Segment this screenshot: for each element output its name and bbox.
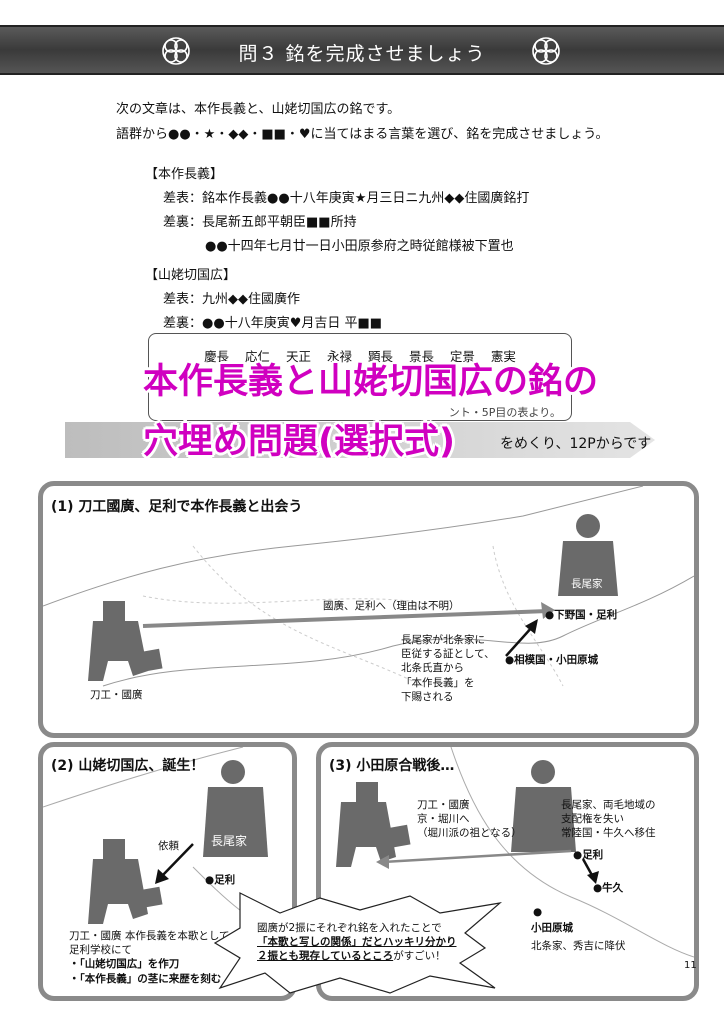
yamanba-heading: 【山姥切国広】 [145, 268, 237, 283]
note-line: （堀川派の祖となる） [417, 827, 522, 840]
knot-ornament-icon [162, 37, 190, 65]
next-page-arrow-banner [65, 422, 655, 458]
nagao-note: 長尾家、両毛地域の支配権を失い常陸国・牛久へ移住 [561, 798, 656, 841]
callout-emphasis: ２振とも現存しているところ [257, 950, 394, 963]
label: 差裏： [163, 316, 203, 331]
callout-burst [213, 892, 503, 994]
yamanba-omote: 差表：九州◆◆住國廣作 [163, 288, 300, 307]
note-line: ・「山姥切国広」を作刀 [69, 958, 180, 971]
label: 差表： [163, 292, 203, 307]
note-line: 「本作長義」を [401, 676, 475, 689]
callout-emphasis: 「本歌と写しの関係」 [257, 936, 362, 949]
honsaku-ura: 差裏：長尾新五郎平朝臣■■所持 [163, 211, 357, 230]
inscription: ●●十八年庚寅♥月吉日 平■■ [202, 316, 383, 331]
callout-line: だとハッキリ分かり [362, 936, 457, 949]
panel-1: (1) 刀工國廣、足利で本作長義と出会う 國廣、足利へ（理由は不明） 刀工・國廣… [38, 481, 699, 738]
smith-silhouette [88, 839, 163, 924]
hint: ント・5P目の表より。 [448, 406, 561, 419]
smith-note: 刀工・國廣京・堀川へ（堀川派の祖となる） [417, 798, 522, 841]
note-line: 刀工・國廣 [417, 799, 470, 811]
honsaku-omote: 差表：銘本作長義●●十八年庚寅★月三日ニ九州◆◆住國廣銘打 [163, 187, 529, 206]
panel-3-title: (3) 小田原合戦後… [329, 758, 455, 774]
smith-label: 刀工・國廣 [90, 689, 143, 701]
inscription: 長尾新五郎平朝臣■■所持 [202, 215, 357, 230]
note-line: 常陸国・牛久へ移住 [561, 827, 656, 840]
smith-silhouette [336, 782, 411, 867]
overlay-title-line1: 本作長義と山姥切国広の銘の [143, 362, 599, 402]
ushiku-label: ●牛久 [593, 882, 624, 894]
note-line: 京・堀川へ [417, 813, 470, 826]
smith-note: 刀工・國廣 本作長義を本歌として足利学校にて・「山姥切国広」を作刀・「本作長義」… [69, 929, 230, 986]
word-list: 慶長 応仁 天正 永禄 顕長 景長 定景 憲実 [204, 349, 516, 364]
page-title: 問３ 銘を完成させましょう [238, 43, 486, 65]
intro-line: 語群から●●・★・◆◆・■■・♥に当てはまる言葉を選び、銘を完成させましょう。 [116, 127, 609, 142]
note-line: 北条氏直から [401, 662, 464, 675]
nagao-label: 長尾家 [571, 578, 603, 590]
nagao-label: 長尾家 [211, 834, 248, 848]
hojo-label: 北条家、秀吉に降伏 [531, 940, 626, 952]
nagao-silhouette [558, 514, 618, 596]
request-label: 依頼 [158, 840, 179, 852]
callout-line: 國廣が2振にそれぞれ銘を入れたことで [257, 922, 442, 934]
smith-silhouette [88, 601, 163, 681]
word-bank: 慶長 応仁 天正 永禄 顕長 景長 定景 憲実 ント・5P目の表より。 [148, 333, 572, 421]
shimotsuke-label: ●下野国・足利 [545, 609, 618, 621]
ashikaga-label: ●足利 [205, 874, 236, 886]
map-kanto [336, 747, 694, 958]
inscription: 九州◆◆住國廣作 [202, 292, 301, 307]
ashikaga-label: ●足利 [573, 849, 604, 861]
callout-text: 國廣が2振にそれぞれ銘を入れたことで 「本歌と写しの関係」だとハッキリ分かり ２… [257, 921, 457, 964]
sagami-label: ●相模国・小田原城 [505, 654, 599, 666]
panel-2-title: (2) 山姥切国広、誕生！ [51, 758, 205, 774]
intro-line: 次の文章は、本作長義と、山姥切国広の銘です。 [116, 102, 401, 117]
note-line: 臣従する証として、 [401, 648, 495, 661]
map-kanto [43, 747, 292, 938]
page-number: 11 [684, 960, 697, 971]
note-line: 下賜される [401, 690, 454, 703]
note-line: 長尾家、両毛地域の [561, 799, 656, 811]
knot-ornament-icon [532, 37, 560, 65]
nagao-silhouette [203, 760, 268, 857]
callout-line: がすごい！ [393, 950, 446, 963]
map-japan [43, 486, 694, 687]
header-bar: 問３ 銘を完成させましょう [0, 25, 724, 75]
banner-text: をめくり、12Pからです [500, 436, 652, 452]
label: 差表： [163, 191, 203, 206]
odawara-dot: ● [533, 906, 543, 918]
yamanba-ura: 差裏：●●十八年庚寅♥月吉日 平■■ [163, 312, 382, 331]
note-line: 長尾家が北条家に [401, 634, 485, 646]
honsaku-ura-2: ●●十四年七月廿一日小田原参府之時従館様被下置也 [205, 239, 514, 254]
label: 差裏： [163, 215, 203, 230]
nagao-silhouette [511, 760, 576, 852]
overlay-title-line2: 穴埋め問題(選択式) [143, 422, 455, 462]
note-line: 支配権を失い [561, 813, 624, 826]
route-label: 國廣、足利へ（理由は不明） [323, 600, 460, 612]
note-line: 刀工・國廣 本作長義を本歌として [69, 930, 230, 942]
panel-1-title: (1) 刀工國廣、足利で本作長義と出会う [51, 499, 303, 515]
odawara-label: 小田原城 [531, 922, 573, 934]
note-line: ・「本作長義」の茎に来歴を刻む [69, 972, 222, 985]
inscription: 銘本作長義●●十八年庚寅★月三日ニ九州◆◆住國廣銘打 [202, 191, 530, 206]
note-line: 足利学校にて [69, 944, 132, 957]
honsaku-heading: 【本作長義】 [145, 167, 224, 182]
nagao-note: 長尾家が北条家に臣従する証として、北条氏直から「本作長義」を下賜される [401, 633, 495, 704]
